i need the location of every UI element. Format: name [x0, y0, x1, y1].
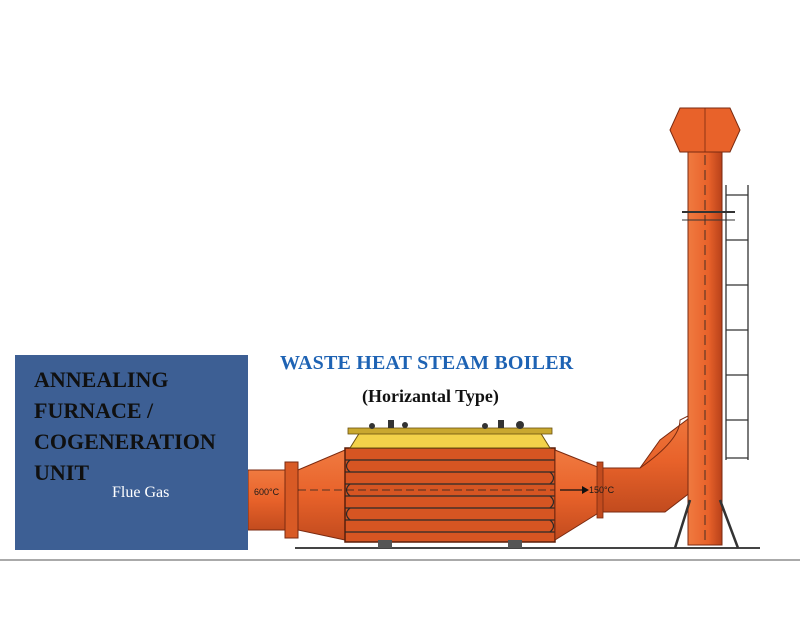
boiler-top-rail — [347, 427, 553, 435]
top-fitting-6 — [516, 421, 524, 429]
boiler-body — [344, 447, 556, 543]
boiler-tube-bends — [345, 459, 555, 533]
furnace-label: ANNEALING FURNACE / COGENERATION UNIT — [34, 367, 216, 485]
boiler-subtitle: (Horizantal Type) — [362, 386, 499, 406]
inlet-flange — [284, 461, 299, 539]
outlet-elbow — [639, 409, 701, 469]
top-fitting-3 — [402, 422, 408, 428]
top-fitting-2 — [388, 420, 394, 428]
top-fitting-4 — [482, 423, 488, 429]
furnace-box — [15, 355, 248, 550]
top-fitting-1 — [369, 423, 375, 429]
inlet-cone — [297, 449, 346, 541]
top-fitting-5 — [498, 420, 504, 428]
boiler-tubes — [345, 459, 560, 533]
boiler-support-left — [378, 540, 392, 548]
outlet-cone — [554, 449, 601, 541]
inlet-duct — [247, 469, 289, 531]
inlet-temperature: 600°C — [254, 487, 280, 497]
flue-gas-label: Flue Gas — [112, 484, 170, 501]
outlet-flange — [596, 461, 604, 519]
boiler-support-right — [508, 540, 522, 548]
stack-legs — [673, 499, 740, 549]
outlet-flow-arrow — [560, 486, 589, 494]
chimney-ladder — [725, 185, 749, 460]
boiler-title: WASTE HEAT STEAM BOILER — [280, 352, 574, 374]
outlet-temperature: 150°C — [589, 485, 615, 495]
